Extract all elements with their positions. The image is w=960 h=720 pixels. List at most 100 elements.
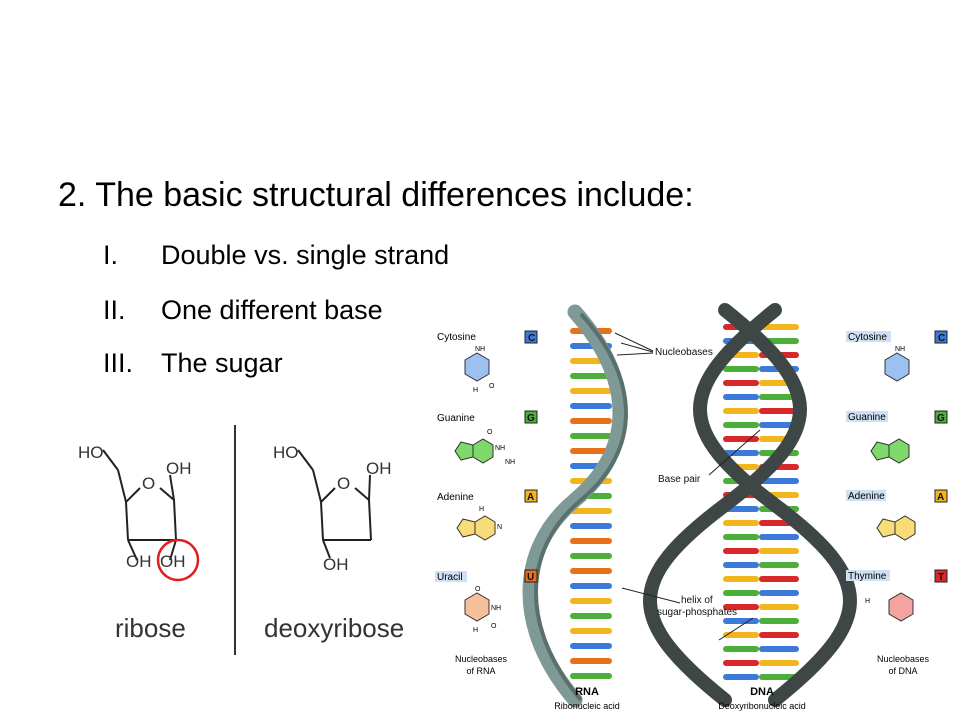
rna-guanine-letter: G — [527, 413, 535, 424]
ribose-ho: HO — [78, 443, 104, 462]
dna-thymine-swatch — [934, 569, 948, 583]
dna-base-rung-right — [759, 534, 799, 540]
dna-guanine-swatch — [934, 410, 948, 424]
list-item-sugar: III. The sugar — [103, 348, 283, 379]
dna-base-rung-left — [723, 590, 759, 596]
rna-nucleobases-note-line1: Nucleobases — [455, 654, 508, 664]
deoxyribose-label: deoxyribose — [264, 613, 404, 643]
base-pair-annotation: Base pair — [658, 474, 701, 485]
chem-label: O — [489, 383, 495, 390]
rna-adenine-letter: A — [527, 492, 534, 503]
dna-caption-title: DNA — [750, 686, 774, 698]
dna-adenine-letter: A — [937, 492, 944, 503]
dna-thymine-label: Thymine — [848, 571, 887, 582]
helix-annotation-line2: sugar-phosphates — [657, 607, 737, 618]
dna-base-rung-left — [723, 646, 759, 652]
dna-cytosine-swatch — [934, 330, 948, 344]
rna-uracil-letter: U — [527, 572, 534, 583]
rna-uracil-swatch — [524, 569, 538, 583]
list-number: II. — [103, 295, 126, 325]
dna-thymine-label-highlight — [846, 570, 890, 581]
deoxyribose-ho: HO — [273, 443, 299, 462]
thymine-ring-icon — [888, 592, 914, 622]
dna-cytosine-letter: C — [938, 333, 945, 344]
dna-base-rung-right — [759, 646, 799, 652]
uracil-ring-icon — [464, 592, 490, 622]
dna-base-rung-left — [723, 632, 759, 638]
dna-guanine-label-highlight — [846, 411, 888, 422]
uracil-label-highlight — [435, 571, 467, 582]
cytosine-ring-icon — [464, 352, 490, 382]
chem-label: O — [491, 623, 497, 630]
list-number: III. — [103, 348, 134, 378]
rna-cytosine-swatch — [524, 330, 538, 344]
list-item-double-strand: I.Double vs. single strand — [103, 240, 449, 271]
slide-heading: 2. The basic structural differences incl… — [58, 176, 694, 214]
deoxyribose-oh-bottom: OH — [323, 555, 349, 574]
ribose-label: ribose — [115, 613, 186, 643]
chem-label: NH — [505, 459, 515, 466]
chem-label: NH — [895, 346, 905, 353]
list-text: Double vs. single strand — [161, 240, 450, 270]
chem-label: NH — [495, 445, 505, 452]
chem-label: H — [865, 598, 870, 605]
dna-base-rung-left — [723, 660, 759, 666]
dna-base-rung-left — [723, 380, 759, 386]
guanine-ring-icon — [888, 438, 910, 464]
dna-base-rung-left — [723, 394, 759, 400]
chem-label: H — [473, 627, 478, 634]
dna-base-rung-left — [723, 436, 759, 442]
rna-base-rung — [570, 598, 612, 604]
chem-label: O — [475, 586, 481, 593]
dna-base-rung-right — [759, 618, 799, 624]
nucleobases-annotation: Nucleobases — [655, 347, 713, 358]
dna-base-rung-right — [759, 324, 799, 330]
list-text: The sugar — [161, 348, 283, 378]
chem-label: N — [497, 524, 502, 531]
guanine-ring-icon — [870, 441, 890, 461]
rna-backbone — [522, 304, 628, 708]
dna-guanine-label: Guanine — [848, 412, 886, 423]
adenine-ring-icon — [474, 515, 496, 541]
dna-base-rung-left — [723, 548, 759, 554]
sugar-structures: HO O OH OH OH HO O OH OH ribose deoxyrib… — [78, 425, 404, 655]
rna-adenine-label: Adenine — [437, 492, 474, 503]
dna-base-rung-right — [759, 408, 799, 414]
rna-dna-figure: Nucleobases Base pair helix of sugar-pho… — [435, 303, 948, 711]
dna-base-rung-right — [759, 422, 799, 428]
list-text: One different base — [161, 295, 383, 325]
chem-label: O — [487, 429, 493, 436]
adenine-ring-icon — [456, 518, 476, 538]
rna-base-rung — [570, 508, 612, 514]
rna-base-rung — [570, 643, 612, 649]
dna-base-rung-left — [723, 422, 759, 428]
chem-label: H — [479, 506, 484, 513]
dna-adenine-label-highlight — [846, 490, 886, 501]
rna-base-rung — [570, 523, 612, 529]
ribose-oh-left: OH — [126, 552, 152, 571]
dna-base-rung-right — [759, 604, 799, 610]
dna-base-rung-right — [759, 576, 799, 582]
ribose-oh-circled: OH — [160, 552, 186, 571]
rna-base-rung — [570, 613, 612, 619]
rna-base-rung — [570, 553, 612, 559]
dna-base-rung-left — [723, 534, 759, 540]
rna-caption-title: RNA — [575, 686, 599, 698]
dna-adenine-swatch — [934, 489, 948, 503]
rna-base-rung — [570, 448, 612, 454]
chem-label: NH — [491, 605, 501, 612]
rna-base-rung — [570, 583, 612, 589]
rna-base-rung — [570, 433, 612, 439]
rna-base-rung — [570, 673, 612, 679]
deoxyribose-ring-o: O — [337, 474, 350, 493]
rna-caption-subtitle: Ribonucleic acid — [554, 701, 620, 711]
dna-nucleobases-note-line2: of DNA — [888, 666, 917, 676]
dna-thymine-letter: T — [938, 572, 944, 583]
dna-caption-subtitle: Deoxyribonucleic acid — [718, 701, 806, 711]
adenine-ring-icon — [876, 518, 896, 538]
dna-base-rung-left — [723, 520, 759, 526]
rna-base-rung — [570, 568, 612, 574]
chem-label: NH — [475, 346, 485, 353]
rna-adenine-swatch — [524, 489, 538, 503]
ribose-oh-right: OH — [166, 459, 192, 478]
